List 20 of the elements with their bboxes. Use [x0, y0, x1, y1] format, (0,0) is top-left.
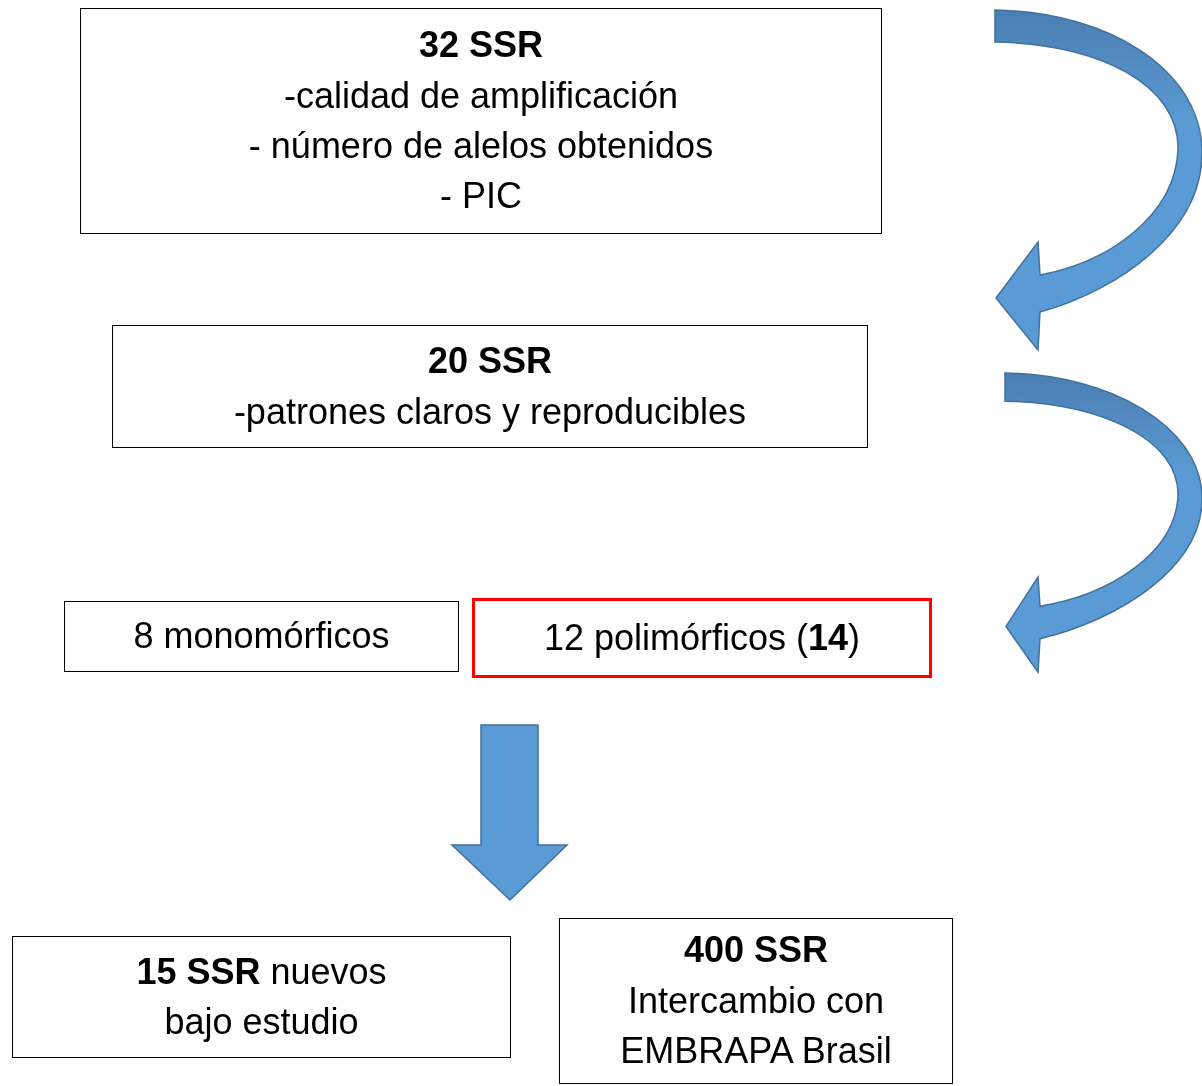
box-heading: 20 SSR	[427, 339, 553, 384]
block-arrow	[450, 724, 569, 902]
box-heading: 32 SSR	[418, 23, 544, 68]
box-text: - PIC	[440, 174, 522, 219]
curved-arrow	[1004, 372, 1202, 673]
box-heading: 400 SSR	[683, 928, 829, 973]
box-text: - número de alelos obtenidos	[248, 124, 714, 168]
text-box	[559, 918, 953, 1084]
box-text: 15 SSR nuevos bajo estudio	[135, 949, 388, 1044]
box-text: -patrones claros y reproducibles	[233, 389, 747, 434]
box-text: Intercambio con EMBRAPA Brasil	[619, 978, 893, 1074]
box-text: -calidad de amplificación	[283, 73, 679, 118]
box-text: 12 polimórficos (14)	[543, 615, 861, 660]
box-text: 8 monomórficos	[133, 614, 390, 659]
text-box	[64, 601, 459, 672]
text-box	[12, 936, 511, 1058]
text-box	[80, 8, 882, 234]
text-box	[112, 325, 868, 448]
text-box	[472, 598, 932, 678]
curved-arrow	[994, 9, 1202, 351]
